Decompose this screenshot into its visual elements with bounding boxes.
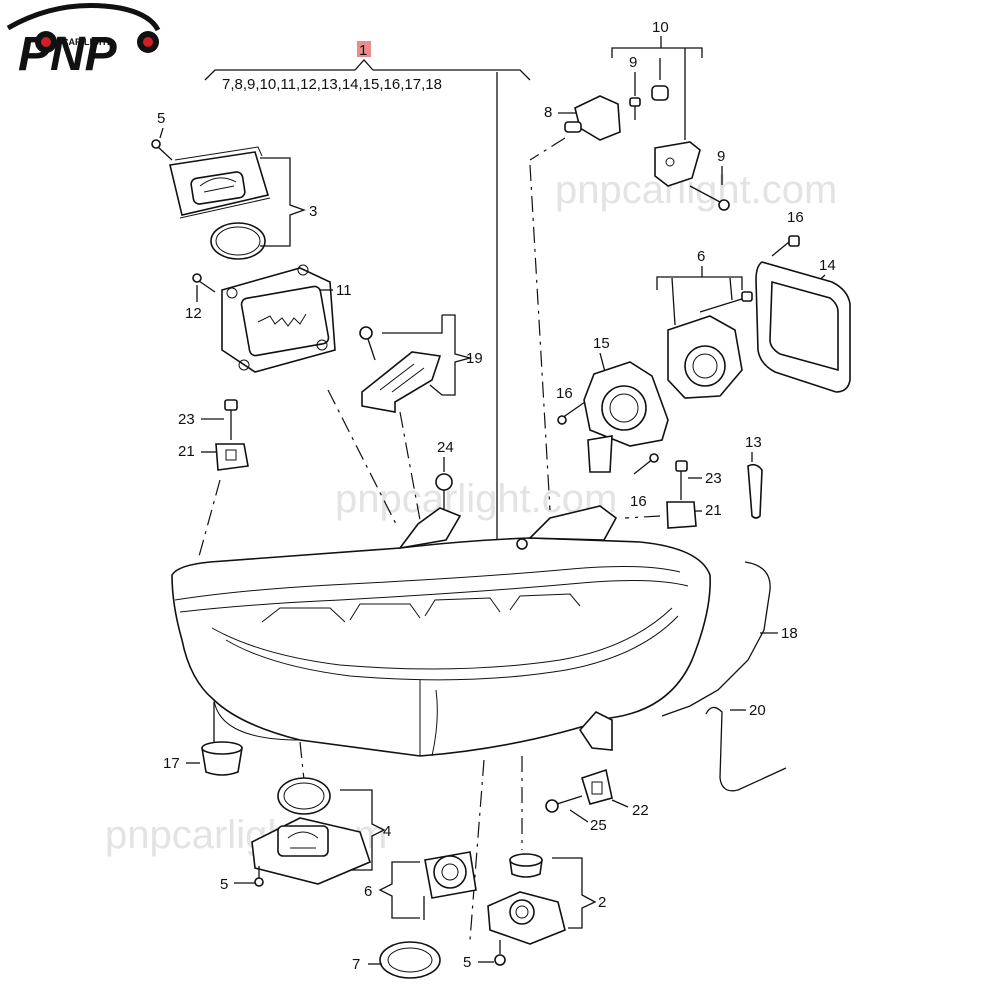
label-25: 25 <box>590 817 607 834</box>
label-3: 3 <box>309 203 317 220</box>
label-4: 4 <box>383 823 391 840</box>
bracket-10 <box>611 36 703 58</box>
brand-logo: PNP CAR LIGHT <box>6 3 161 81</box>
label-16-bottom: 16 <box>630 493 647 510</box>
label-18: 18 <box>781 625 798 642</box>
label-16-top: 16 <box>787 209 804 226</box>
part-2-control-unit <box>487 891 566 945</box>
assembly-components: 7,8,9,10,11,12,13,14,15,16,17,18 <box>222 76 442 93</box>
label-9-top: 9 <box>629 54 637 71</box>
screw-5-top <box>151 139 173 161</box>
cap-10 <box>651 85 669 101</box>
part-10-bracket-arm <box>654 141 701 187</box>
bolt-23-right <box>675 460 688 500</box>
bracket-6-bottom <box>378 861 420 919</box>
leader-4 <box>299 741 305 781</box>
label-23-left: 23 <box>178 411 195 428</box>
label-19: 19 <box>466 350 483 367</box>
label-21-right: 21 <box>705 502 722 519</box>
part-18-seal-strip <box>661 561 771 717</box>
part-20-hose <box>705 706 787 792</box>
bracket-2 <box>552 857 597 929</box>
screw-16-left <box>557 401 586 425</box>
clip-21-right <box>666 501 697 529</box>
part-3-control-unit <box>169 146 271 260</box>
label-17: 17 <box>163 755 180 772</box>
label-14: 14 <box>819 257 836 274</box>
screw-24 <box>435 473 453 510</box>
part-6-motor <box>667 315 743 399</box>
label-13: 13 <box>745 434 762 451</box>
logo-letters: PNP <box>18 28 118 81</box>
part-19-bracket <box>359 326 442 413</box>
label-23-right: 23 <box>705 470 722 487</box>
label-6-bottom: 6 <box>364 883 372 900</box>
bolt-6 <box>699 291 753 313</box>
part-6-fan <box>423 851 477 920</box>
part-4-control-unit <box>251 817 371 885</box>
screw-9-top <box>629 97 641 120</box>
part-22-sensor <box>581 768 613 805</box>
part-14-gasket-frame <box>755 261 851 393</box>
label-2: 2 <box>598 894 606 911</box>
label-6-top: 6 <box>697 248 705 265</box>
logo-left-wheel-hub <box>41 37 51 47</box>
screw-16-bottom <box>633 453 659 475</box>
label-8: 8 <box>544 104 552 121</box>
label-5-top: 5 <box>157 110 165 127</box>
leader-11 <box>327 389 399 529</box>
label-5-bottom: 5 <box>463 954 471 971</box>
leader-19 <box>399 411 421 521</box>
screw-25 <box>545 795 583 813</box>
screw-5-left <box>254 866 264 887</box>
label-16-left: 16 <box>556 385 573 402</box>
label-21-left: 21 <box>178 443 195 460</box>
part-11-led-module <box>221 264 336 373</box>
leader-21-left <box>197 479 221 561</box>
label-12: 12 <box>185 305 202 322</box>
assembly-bracket <box>204 59 531 81</box>
label-15: 15 <box>593 335 610 352</box>
clip-13 <box>747 463 763 519</box>
bracket-3 <box>260 157 306 247</box>
label-9-right: 9 <box>717 148 725 165</box>
bracket-6-top <box>656 266 743 290</box>
screw-9-right <box>689 185 730 211</box>
screw-5-bottom <box>494 940 506 966</box>
label-22: 22 <box>632 802 649 819</box>
bracket-4 <box>340 789 386 871</box>
screw-12 <box>192 273 216 293</box>
leader-7 <box>469 759 485 941</box>
logo-text: CAR LIGHT <box>62 37 111 47</box>
label-10: 10 <box>652 19 669 36</box>
part-7-cover <box>379 941 441 979</box>
label-11: 11 <box>336 282 352 299</box>
bolt-23-left <box>224 399 238 440</box>
label-20: 20 <box>749 702 766 719</box>
leader-8 <box>529 137 566 161</box>
part-4-seal <box>277 777 331 815</box>
headlight-housing <box>171 505 711 757</box>
logo-roof-curve <box>6 3 161 32</box>
part-15-projector-mount <box>583 361 669 473</box>
logo-right-wheel-hub <box>143 37 153 47</box>
clip-21-left <box>215 443 249 471</box>
assembly-number: 1 <box>359 42 367 59</box>
part-2-seal <box>509 853 543 878</box>
part-17-cap <box>201 741 243 776</box>
label-24: 24 <box>437 439 454 456</box>
label-5-left: 5 <box>220 876 228 893</box>
label-7: 7 <box>352 956 360 973</box>
assembly-number-highlight <box>357 41 371 57</box>
screw-16-top <box>771 235 800 257</box>
leader-21-right <box>624 515 661 519</box>
part-8-connector <box>564 95 621 141</box>
